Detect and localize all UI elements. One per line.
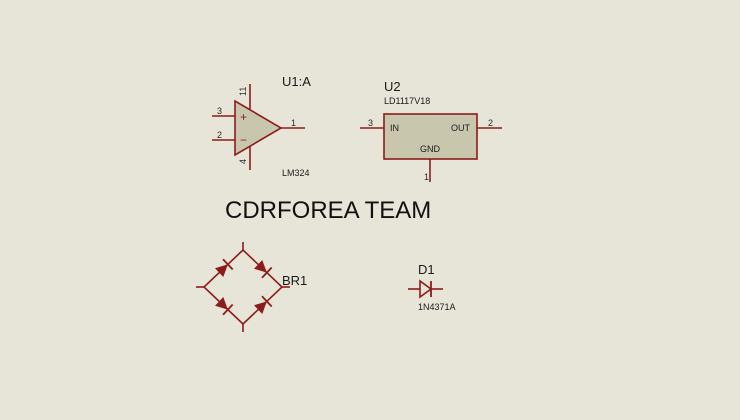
opamp-pin-1-label: 1 bbox=[291, 118, 296, 128]
regulator-value-label: LD1117V18 bbox=[384, 96, 430, 106]
regulator-ref-label: U2 bbox=[384, 79, 401, 94]
opamp-value-label: LM324 bbox=[282, 168, 310, 178]
regulator-in-label: IN bbox=[390, 123, 399, 133]
bridge-diode-3-icon bbox=[215, 297, 234, 316]
regulator-pin-3-label: 3 bbox=[368, 118, 373, 128]
regulator-u2[interactable]: IN OUT GND 3 2 1 U2 LD1117V18 bbox=[360, 79, 502, 182]
opamp-u1a[interactable]: + − 3 2 1 11 4 U1:A LM324 bbox=[212, 74, 311, 178]
team-title: CDRFOREA TEAM bbox=[225, 197, 431, 224]
diode-d1[interactable]: D1 1N4371A bbox=[408, 262, 456, 312]
diode-anode-icon bbox=[419, 279, 433, 299]
opamp-plus-sign: + bbox=[240, 110, 247, 124]
bridge-diamond bbox=[202, 248, 284, 326]
opamp-minus-sign: − bbox=[240, 133, 247, 147]
bridge-diode-2-icon bbox=[254, 260, 273, 279]
regulator-out-label: OUT bbox=[451, 123, 471, 133]
bridge-rectifier-br1[interactable]: BR1 bbox=[196, 242, 307, 332]
opamp-pin-11-label: 11 bbox=[238, 87, 248, 96]
regulator-pin-1-label: 1 bbox=[424, 172, 429, 182]
diode-ref-label: D1 bbox=[418, 262, 435, 277]
bridge-diode-4-icon bbox=[254, 295, 273, 314]
opamp-pin-2-label: 2 bbox=[217, 130, 222, 140]
opamp-pin-3-label: 3 bbox=[217, 106, 222, 116]
regulator-pin-2-label: 2 bbox=[488, 118, 493, 128]
bridge-diode-1-icon bbox=[215, 258, 234, 277]
opamp-ref-label: U1:A bbox=[282, 74, 311, 89]
opamp-pin-4-label: 4 bbox=[238, 159, 248, 164]
regulator-gnd-label: GND bbox=[420, 144, 441, 154]
opamp-body bbox=[234, 99, 283, 157]
diode-value-label: 1N4371A bbox=[418, 302, 456, 312]
bridge-ref-label: BR1 bbox=[282, 273, 307, 288]
